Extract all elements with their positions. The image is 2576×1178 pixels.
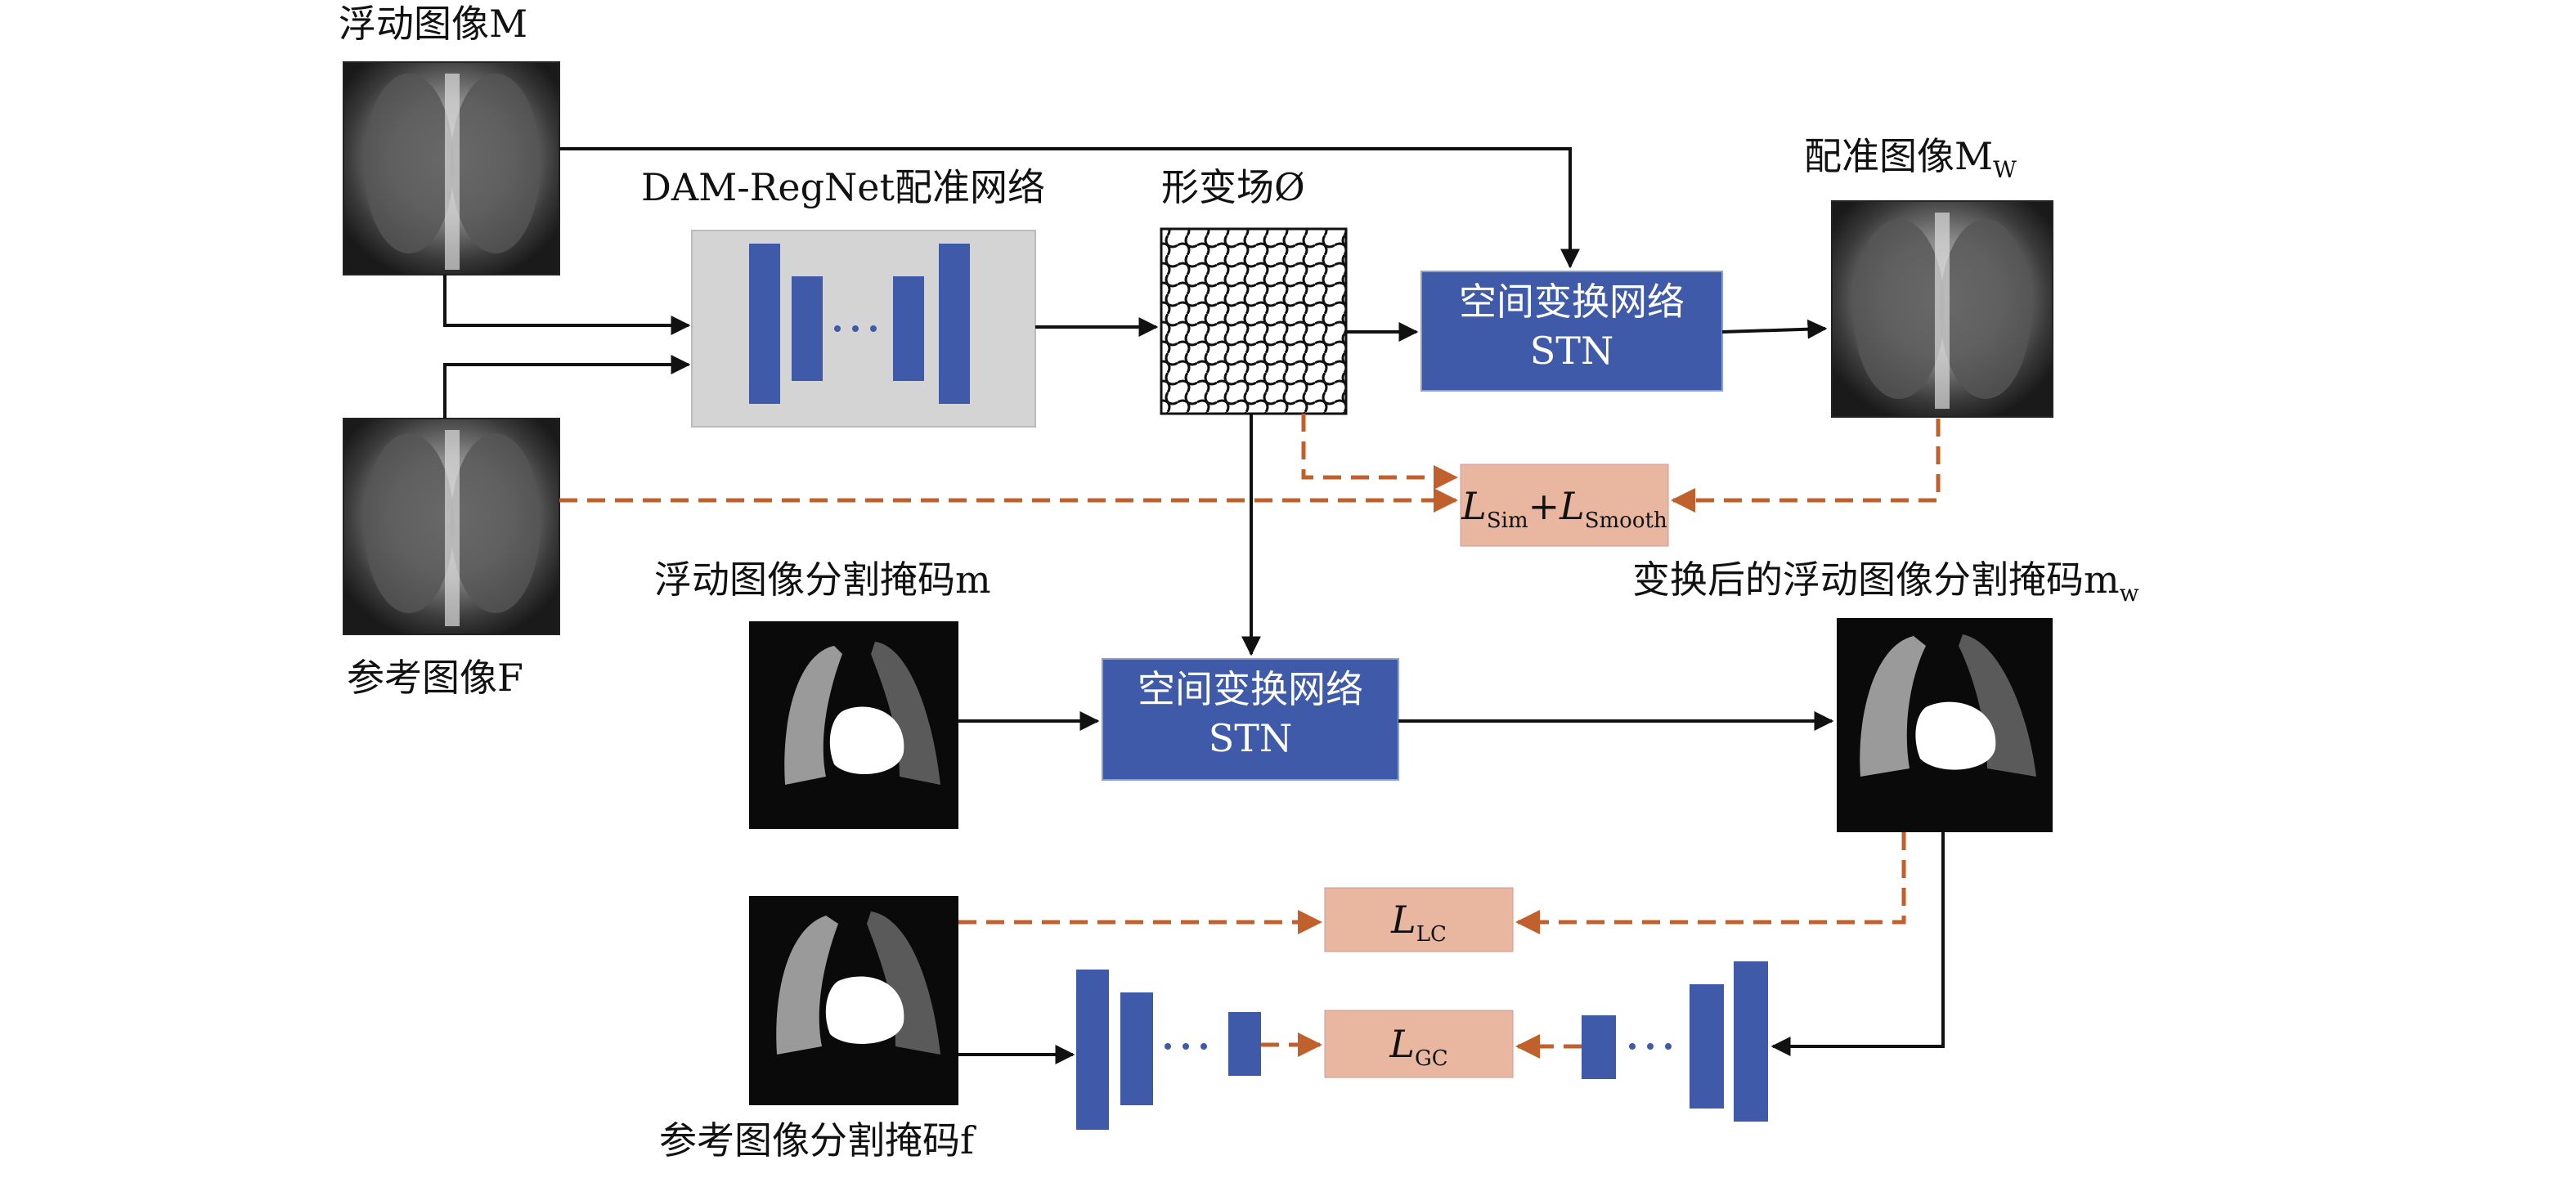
warped-mask-label: 变换后的浮动图像分割掩码mw [1632, 561, 2139, 605]
loss-sim-smooth-box [1460, 464, 1669, 547]
loss-gc-l: L [1389, 1022, 1415, 1066]
stn-box-middle [1102, 658, 1399, 781]
loss-smooth-l: L [1560, 484, 1585, 528]
regnet-layer-2 [792, 276, 823, 381]
loss-lc-sub: LC [1416, 922, 1447, 947]
moving-mask-image [749, 621, 958, 829]
loss-plus: + [1528, 484, 1560, 528]
dashed-registered-to-loss [1671, 419, 1941, 513]
moving-image-label: 浮动图像M [339, 2, 528, 46]
encoder-left [1076, 970, 1261, 1130]
loss-lc-l: L [1391, 898, 1416, 942]
loss-lc-box [1324, 887, 1514, 952]
arrow-stn-to-registered [1721, 319, 1828, 339]
moving-image-xray [343, 61, 560, 275]
regnet-layer-1 [749, 244, 780, 404]
encoder-right [1582, 961, 1768, 1122]
loss-sim-sub: Sim [1486, 508, 1528, 534]
registered-image-label-main: 配准图像M [1804, 134, 1994, 178]
arrow-moving-to-stn [559, 147, 1580, 269]
regnet-layer-4 [939, 244, 970, 404]
arrow-moving-to-regnet [443, 275, 691, 335]
stn-middle-line2: STN [1208, 715, 1293, 760]
arrow-fixed-to-regnet [443, 355, 691, 419]
solid-arrows [443, 147, 1945, 1064]
fixed-mask-image [749, 896, 958, 1105]
registered-image-label-sub: W [1993, 156, 2017, 184]
loss-sim-smooth-text: LSim+LSmooth [1461, 487, 1668, 531]
stn-top-line1: 空间变换网络 [1459, 280, 1685, 324]
loss-gc-box [1324, 1010, 1514, 1078]
arrow-warped-to-encoder [1770, 832, 1945, 1056]
fixed-mask-label: 参考图像分割掩码f [659, 1118, 975, 1162]
fixed-image-label: 参考图像F [347, 656, 523, 700]
regnet-layer-3 [893, 276, 924, 381]
loss-gc-text: LGC [1325, 1025, 1513, 1069]
stn-middle-line1: 空间变换网络 [1138, 667, 1363, 711]
stn-top-text: 空间变换网络 STN [1421, 278, 1722, 376]
registered-image-xray [1831, 200, 2053, 418]
loss-sim-l: L [1461, 484, 1487, 528]
stn-box-top [1420, 271, 1723, 392]
stn-top-line2: STN [1529, 328, 1614, 373]
deformation-field-label: 形变场Ø [1161, 165, 1305, 209]
moving-mask-label: 浮动图像分割掩码m [654, 558, 991, 602]
dashed-warped-to-lc [1515, 832, 1906, 934]
fixed-image-xray [343, 418, 560, 635]
loss-gc-sub: GC [1414, 1046, 1448, 1072]
loss-smooth-sub: Smooth [1584, 508, 1667, 534]
dashed-arrows [559, 414, 1941, 1059]
registered-image-label: 配准图像MW [1804, 137, 2017, 181]
regnet-box [691, 230, 1036, 428]
loss-lc-text: LLC [1325, 901, 1513, 945]
warped-mask-label-sub: w [2119, 580, 2139, 607]
dashed-field-to-loss [1301, 414, 1458, 490]
warped-mask-image [1837, 618, 2053, 832]
warped-mask-label-main: 变换后的浮动图像分割掩码m [1632, 558, 2120, 602]
deformation-field-image [1160, 227, 1348, 415]
stn-middle-text: 空间变换网络 STN [1102, 665, 1398, 764]
regnet-title: DAM-RegNet配准网络 [641, 165, 1046, 209]
